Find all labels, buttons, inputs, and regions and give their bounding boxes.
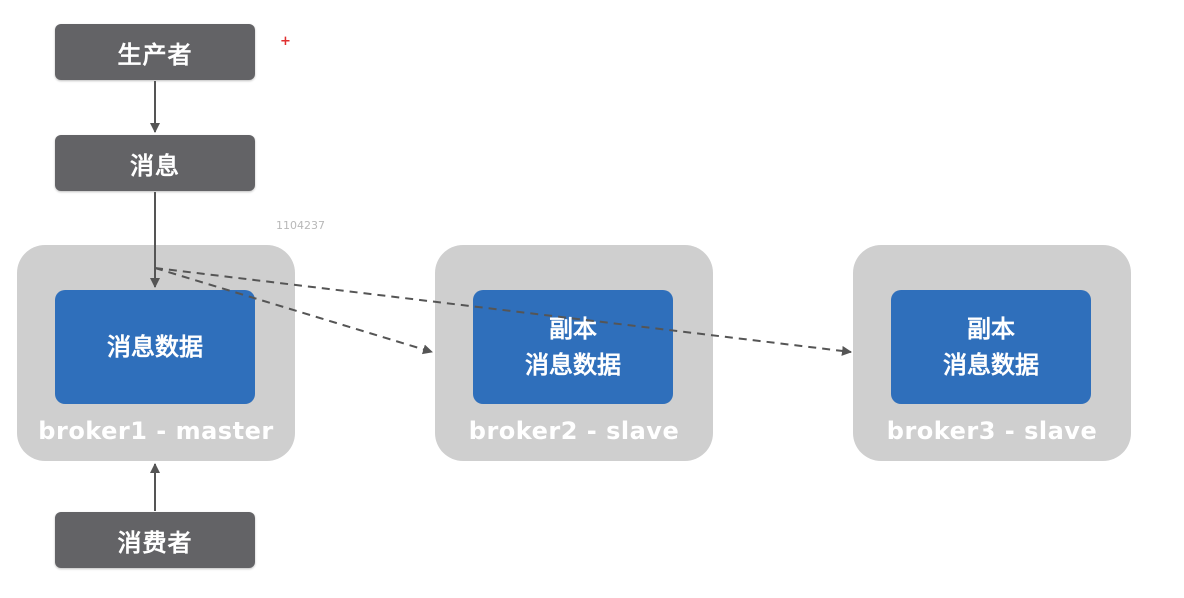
producer-label: 生产者 xyxy=(117,40,193,69)
consumer-node: 消费者 xyxy=(55,512,255,568)
message-node: 消息 xyxy=(55,135,255,191)
broker2-data-box: 副本 消息数据 xyxy=(473,290,673,404)
broker3-replica-label: 副本 xyxy=(967,315,1015,343)
broker2-data-label: 消息数据 xyxy=(525,351,621,379)
broker1-label: broker1 - master xyxy=(38,417,274,445)
broker2-replica-label: 副本 xyxy=(549,315,597,343)
broker3-data-label: 消息数据 xyxy=(943,351,1039,379)
plus-marker: + xyxy=(280,34,291,49)
broker3-data-box: 副本 消息数据 xyxy=(891,290,1091,404)
broker1-data-label: 消息数据 xyxy=(107,333,203,361)
broker1-container: 消息数据 broker1 - master xyxy=(17,245,295,461)
broker3-label: broker3 - slave xyxy=(886,417,1098,445)
broker2-container: 副本 消息数据 broker2 - slave xyxy=(435,245,713,461)
broker1-data-box: 消息数据 xyxy=(55,290,255,404)
message-label: 消息 xyxy=(130,151,180,180)
broker3-container: 副本 消息数据 broker3 - slave xyxy=(853,245,1131,461)
watermark-text: 1104237 xyxy=(276,219,325,232)
producer-node: 生产者 xyxy=(55,24,255,80)
consumer-label: 消费者 xyxy=(117,528,193,557)
broker2-label: broker2 - slave xyxy=(468,417,680,445)
